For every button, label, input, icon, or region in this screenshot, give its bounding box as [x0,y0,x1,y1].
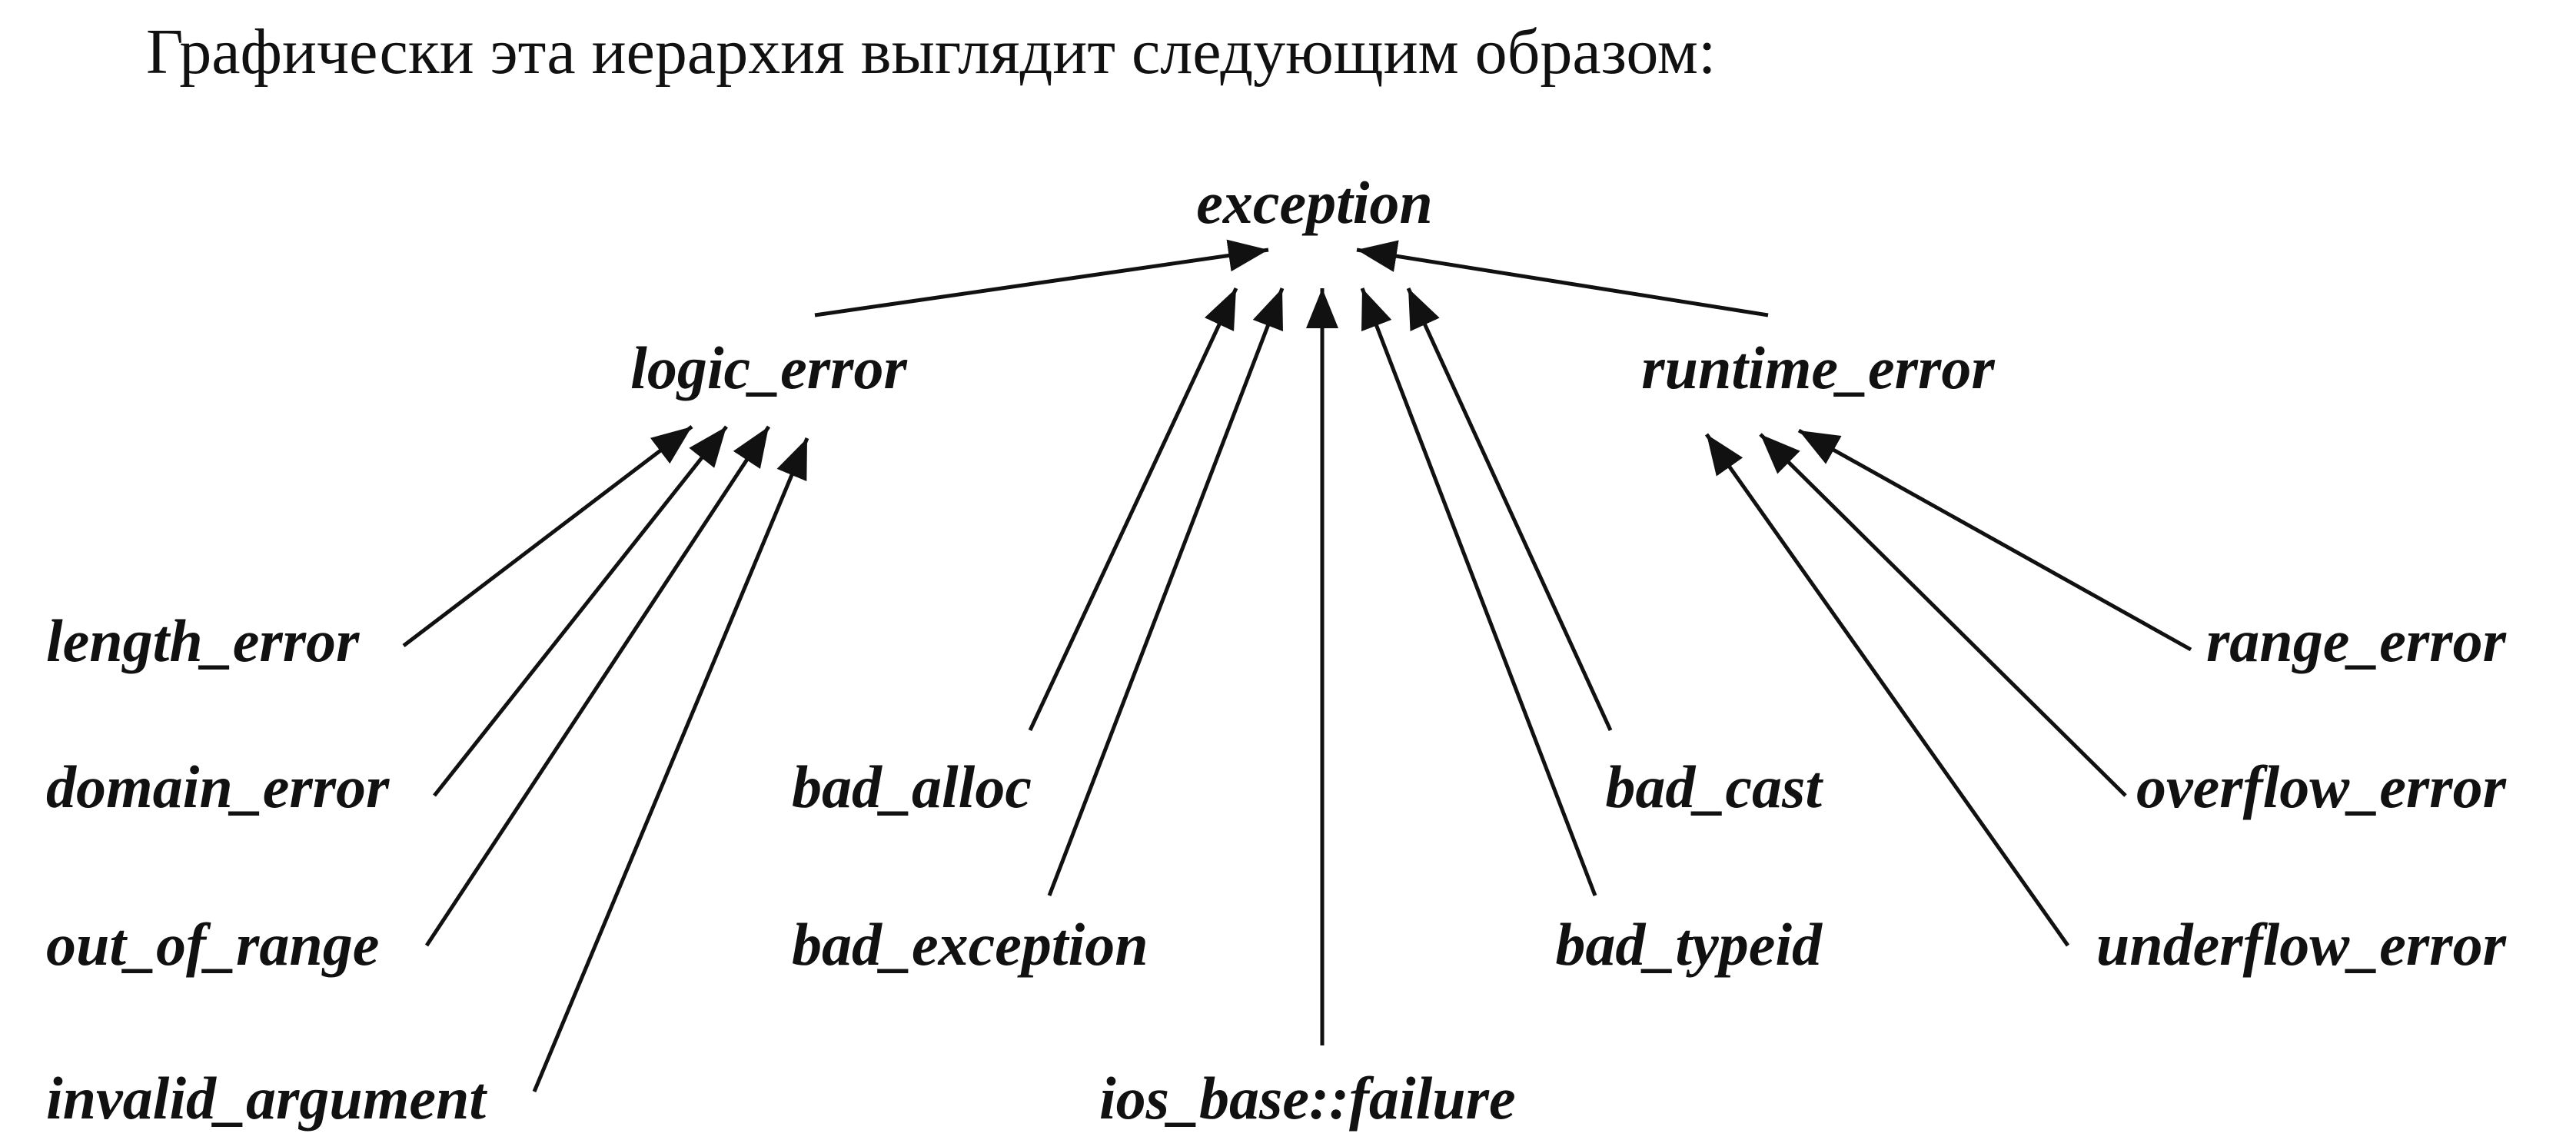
arrow-bad-alloc-to-exception [1028,287,1238,732]
arrow-overflow-error-to-runtime-error [1759,433,2127,797]
arrow-bad-typeid-to-exception [1360,287,1597,896]
node-bad-exception: bad_exception [792,911,1148,978]
node-ios-base-failure: ios_base::failure [1099,1065,1516,1132]
node-runtime-error: runtime_error [1641,334,1995,401]
node-out-of-range: out_of_range [46,911,379,978]
node-exception: exception [1196,169,1433,236]
node-bad-alloc: bad_alloc [792,753,1032,820]
arrow-out-of-range-to-logic-error [424,425,771,947]
arrow-length-error-to-logic-error [402,425,693,647]
node-bad-cast: bad_cast [1605,753,1823,820]
arrow-range-error-to-runtime-error [1797,428,2192,652]
node-range-error: range_error [2206,607,2507,674]
arrow-runtime-error-to-exception [1356,240,1769,317]
node-underflow-error: underflow_error [2096,911,2507,978]
arrow-bad-exception-to-exception [1047,287,1285,896]
node-invalid-argument: invalid_argument [46,1065,487,1132]
node-overflow-error: overflow_error [2136,753,2507,820]
labels-group: exception logic_error runtime_error leng… [46,169,2507,1132]
node-length-error: length_error [46,607,360,674]
arrow-bad-cast-to-exception [1406,287,1613,732]
node-bad-typeid: bad_typeid [1555,911,1823,978]
intro-text: Графически эта иерархия выглядит следующ… [146,16,1717,88]
arrow-underflow-error-to-runtime-error [1704,433,2070,947]
node-logic-error: logic_error [630,334,907,401]
arrow-invalid-argument-to-logic-error [532,437,809,1092]
node-domain-error: domain_error [46,753,390,820]
arrow-domain-error-to-logic-error [433,425,728,797]
arrow-logic-error-to-exception [814,239,1269,317]
edges-group [402,239,2192,1092]
